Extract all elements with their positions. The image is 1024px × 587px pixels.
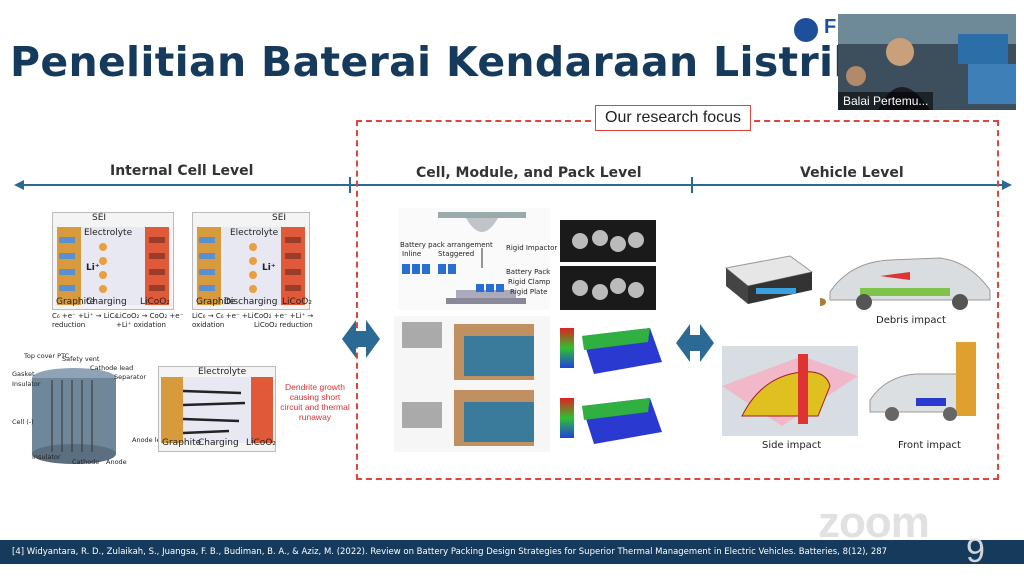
discharging-label: Discharging (224, 297, 278, 307)
webcam-participant-name: Balai Pertemu... (838, 92, 934, 110)
reaction-eq-2: LiCoO₂ → CoO₂ +e⁻ +Li⁺ oxidation (116, 312, 184, 329)
cyl-label-insulator-bottom: Insulator (32, 453, 61, 461)
cyl-label-insulator-top: Insulator (12, 380, 41, 388)
licoo2-label-1: LiCoO₂ (140, 297, 170, 307)
licoo2-label-3: LiCoO₂ (246, 438, 276, 448)
citation-footer: [4] Widyantara, R. D., Zulaikah, S., Jua… (0, 540, 1024, 564)
reaction-eq-4: CoO₂ +e⁻ +Li⁺ → LiCoO₂ reduction (254, 312, 314, 329)
module-fe-model-diagram (394, 316, 550, 452)
level-axis-arrow (14, 177, 1012, 193)
cyl-label-cathode: Cathode (72, 458, 100, 466)
front-impact-label: Front impact (898, 440, 961, 451)
graphite-label-3: Graphite (162, 438, 202, 448)
graphite-label-1: Graphite (56, 297, 96, 307)
dendrite-cell-diagram (158, 366, 276, 452)
crushed-cell-photo-1 (560, 220, 656, 262)
front-impact-simulation (866, 340, 992, 436)
cyl-label-cathode-lead: Cathode lead (90, 364, 134, 372)
zoom-watermark-text: zoom (818, 498, 930, 547)
slide-title: Penelitian Baterai Kendaraan Listrik (10, 38, 861, 86)
sei-label-1: SEI (92, 213, 107, 223)
level-label-internal-cell: Internal Cell Level (110, 163, 254, 179)
inline-label: Inline (402, 250, 422, 258)
staggered-label: Staggered (438, 250, 475, 258)
li-ion-label-2: Li⁺ (262, 263, 276, 273)
cyl-label-separator: Separator (114, 373, 147, 381)
reaction-eq-3: LiC₆ → C₆ +e⁻ +Li⁺ oxidation (192, 312, 258, 329)
dendrite-note: Dendrite growth causing short circuit an… (280, 382, 350, 422)
institution-logo-icon (794, 18, 818, 42)
cyl-label-anode-lead: Anode lead (132, 436, 169, 444)
charging-cell-diagram (52, 212, 174, 310)
cyl-label-safety-vent: Safety vent (62, 355, 100, 363)
impact-test-setup (398, 208, 550, 310)
battery-pack-arrangement-label: Battery pack arrangement (400, 241, 493, 249)
charging-label-2: Charging (198, 438, 239, 448)
webcam-thumbnail[interactable]: Balai Pertemu... (838, 14, 1016, 110)
electrolyte-label-2: Electrolyte (230, 228, 279, 238)
discharging-cell-diagram (192, 212, 310, 310)
cyl-label-anode: Anode (106, 458, 127, 466)
institution-logo-text: F (824, 16, 837, 38)
electrolyte-label-3: Electrolyte (198, 367, 247, 377)
level-label-vehicle: Vehicle Level (800, 165, 904, 181)
sei-label-2: SEI (272, 213, 287, 223)
side-impact-simulation (722, 346, 858, 436)
rigid-clamp-label: Rigid Clamp (508, 278, 551, 286)
research-focus-label: Our research focus (595, 105, 752, 131)
graphite-label-2: Graphite (196, 297, 236, 307)
side-impact-label: Side impact (762, 440, 822, 451)
debris-impact-label: Debris impact (876, 315, 946, 326)
cyl-label-top-cover: Top cover PTC (24, 352, 70, 360)
li-ion-label-1: Li⁺ (86, 263, 100, 273)
charging-label: Charging (86, 297, 127, 307)
reaction-eq-1: C₆ +e⁻ +Li⁺ → LiC₆ reduction (52, 312, 118, 329)
rigid-impactor-label: Rigid Impactor (506, 244, 558, 252)
battery-pack-label: Battery Pack (506, 268, 551, 276)
car-debris-impact-image (814, 242, 996, 316)
cyl-label-cell: Cell (-) (12, 418, 34, 426)
cyl-label-gasket: Gasket (12, 370, 35, 378)
battery-module-image (720, 248, 816, 308)
licoo2-label-2: LiCoO₂ (282, 297, 312, 307)
fe-result-top (558, 322, 666, 382)
electrolyte-label-1: Electrolyte (84, 228, 133, 238)
crushed-cell-photo-2 (560, 266, 656, 310)
double-arrow-right-icon (676, 324, 714, 362)
fe-result-bottom (558, 392, 666, 452)
cylindrical-cell-cutaway (12, 356, 152, 466)
double-arrow-left-icon (342, 320, 380, 358)
level-label-cell-module-pack: Cell, Module, and Pack Level (416, 165, 642, 181)
rigid-plate-label: Rigid Plate (510, 288, 548, 296)
slide-page-number: 9 (966, 532, 985, 570)
zoom-watermark: zoom (818, 498, 930, 548)
